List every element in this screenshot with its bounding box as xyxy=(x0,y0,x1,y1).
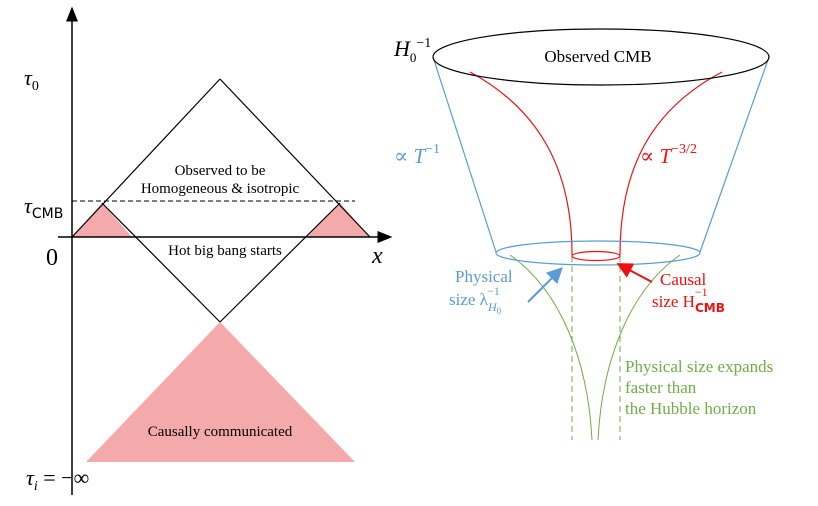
tau-cmb-label: τCMB xyxy=(24,193,63,222)
red-curve-left xyxy=(469,71,573,256)
physical-label-line2: size λH0−1 xyxy=(449,284,502,316)
physical-label-line1: Physical xyxy=(455,267,513,286)
expands-label-line1: Physical size expands xyxy=(625,357,773,376)
causal-ellipse xyxy=(571,250,621,262)
observed-label-line1: Observed to be xyxy=(175,163,266,179)
expands-label-line3: the Hubble horizon xyxy=(625,399,757,418)
hubble-ellipse xyxy=(495,240,701,266)
causal-label-line2: size HCMB−1 xyxy=(652,285,725,315)
red-curve-right xyxy=(619,71,723,256)
tau0-label: τ0 xyxy=(24,65,39,94)
cone-line-1 xyxy=(71,78,221,238)
observed-cmb-label: Observed CMB xyxy=(544,47,651,66)
left-spacetime-diagram: τ0 τCMB 0 x τi = −∞ Observed to be Homog… xyxy=(24,6,393,495)
t-red-label: ∝ T−3/2 xyxy=(640,142,697,168)
x-label: x xyxy=(371,243,383,269)
right-horizon-diagram: Observed CMB H0−1 ∝ T−1 ∝ T−3/2 Physical… xyxy=(393,28,773,441)
causally-label: Causally communicated xyxy=(148,424,293,440)
causal-arrow xyxy=(616,263,653,283)
h0-inverse-label: H0−1 xyxy=(393,36,431,65)
green-curve-left xyxy=(509,254,593,441)
physical-arrow xyxy=(527,267,563,303)
cone-line-4 xyxy=(219,202,341,323)
blue-cone-left xyxy=(432,56,497,253)
origin-label: 0 xyxy=(46,245,58,271)
causal-triangle-left xyxy=(72,203,132,237)
cone-line-3 xyxy=(101,202,221,323)
green-curve-right xyxy=(597,254,681,441)
tau-i-label: τi = −∞ xyxy=(26,465,89,494)
causal-triangle-right xyxy=(307,203,370,237)
hot-big-bang-label: Hot big bang starts xyxy=(168,243,282,259)
observed-cmb-ellipse xyxy=(432,28,770,86)
causal-triangle-bottom xyxy=(86,322,355,462)
expands-label-line2: faster than xyxy=(625,378,697,397)
causal-label-line1: Causal xyxy=(660,270,707,289)
blue-cone-right xyxy=(699,56,770,253)
cone-line-2 xyxy=(219,78,371,238)
observed-label-line2: Homogeneous & isotropic xyxy=(141,181,300,197)
t-blue-label: ∝ T−1 xyxy=(394,142,440,168)
